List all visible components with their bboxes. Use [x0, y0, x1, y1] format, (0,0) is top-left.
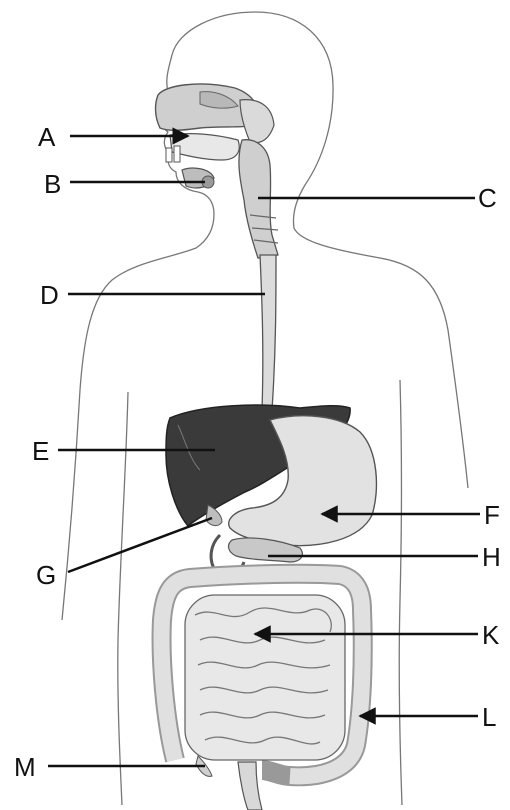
label-B: B: [44, 169, 61, 199]
label-F: F: [484, 500, 500, 530]
label-H: H: [482, 542, 501, 572]
mouth-teeth-tongue: [166, 134, 239, 188]
small-intestine: [185, 595, 345, 760]
leader-G: [68, 518, 212, 572]
rectum: [238, 762, 262, 810]
nasal-cavity: [156, 84, 274, 143]
label-C: C: [478, 183, 497, 213]
esophagus: [260, 255, 276, 410]
label-A: A: [38, 122, 56, 152]
label-E: E: [32, 436, 49, 466]
gallbladder: [206, 505, 222, 526]
label-L: L: [482, 702, 496, 732]
label-K: K: [482, 620, 500, 650]
label-D: D: [40, 280, 59, 310]
label-G: G: [36, 560, 56, 590]
label-M: M: [14, 752, 36, 782]
